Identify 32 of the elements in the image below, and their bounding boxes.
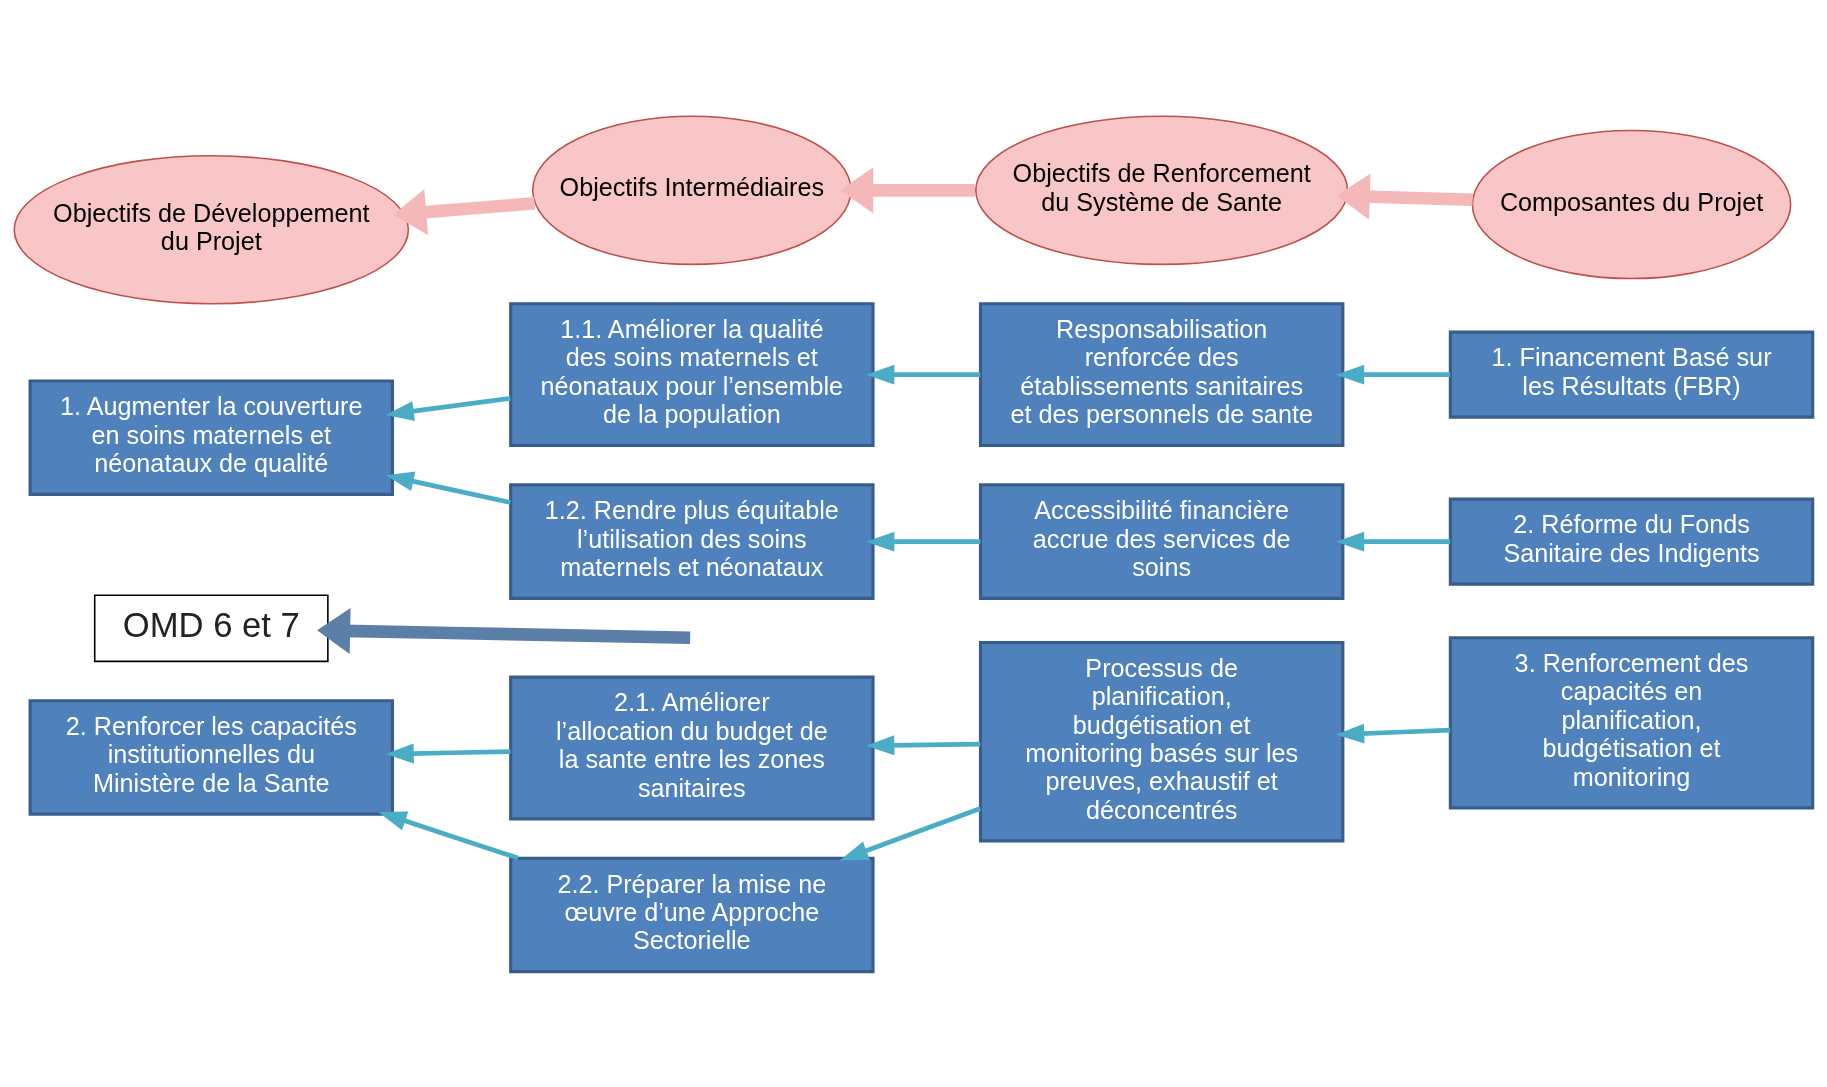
node-ellipse: Objectifs Intermédiaires	[531, 115, 852, 265]
arrow	[385, 743, 511, 763]
arrow	[865, 364, 981, 385]
arrow	[378, 810, 519, 860]
node-box: Processus de planification, budgétisation et monitoring basés sur les preuves, exhaustif et déconcentrés	[978, 640, 1345, 843]
node-ellipse: Objectifs de Renforcement du Système de Sante	[975, 115, 1349, 265]
node-box: Responsabilisation renforcée des établissements sanitaires et des personnels de sante	[978, 301, 1345, 447]
node-box: 2.1. Améliorer l’allocation du budget de la sante entre les zones sanitaires	[509, 675, 875, 820]
node-box: 2.2. Préparer la mise ne œuvre d’une Approche Sectorielle	[509, 856, 875, 973]
node-ellipse: Objectifs de Développement du Projet	[13, 154, 410, 305]
arrow	[385, 395, 511, 421]
arrow	[1335, 364, 1451, 385]
arrow	[839, 805, 982, 861]
arrow	[840, 166, 975, 213]
arrow	[865, 531, 981, 552]
node-box: OMD 6 et 7	[93, 593, 329, 662]
node-box: 2. Renforcer les capacités institutionnelles du Ministère de la Sante	[28, 698, 395, 816]
node-box: 3. Renforcement des capacités en planification, budgétisation et monitoring	[1448, 635, 1815, 809]
arrow	[317, 607, 691, 654]
node-box: Accessibilité financière accrue des services de soins	[978, 482, 1345, 600]
node-box: 1.2. Rendre plus équitable l’utilisation des soins maternels et néonataux	[509, 482, 875, 600]
node-box: 1. Financement Basé sur les Résultats (FBR)	[1448, 330, 1815, 419]
node-box: 1.1. Améliorer la qualité des soins maternels et néonataux pour l’ensemble de la population	[509, 301, 875, 447]
arrow	[1335, 531, 1451, 552]
arrow	[865, 734, 981, 755]
arrow	[385, 471, 511, 505]
arrow	[1335, 723, 1451, 743]
node-box: 2. Réforme du Fonds Sanitaire des Indigents	[1448, 497, 1815, 586]
arrow	[393, 188, 536, 235]
node-box: 1. Augmenter la couverture en soins maternels et néonataux de qualité	[28, 378, 395, 496]
node-ellipse: Composantes du Projet	[1471, 129, 1792, 279]
arrow	[1336, 172, 1473, 220]
